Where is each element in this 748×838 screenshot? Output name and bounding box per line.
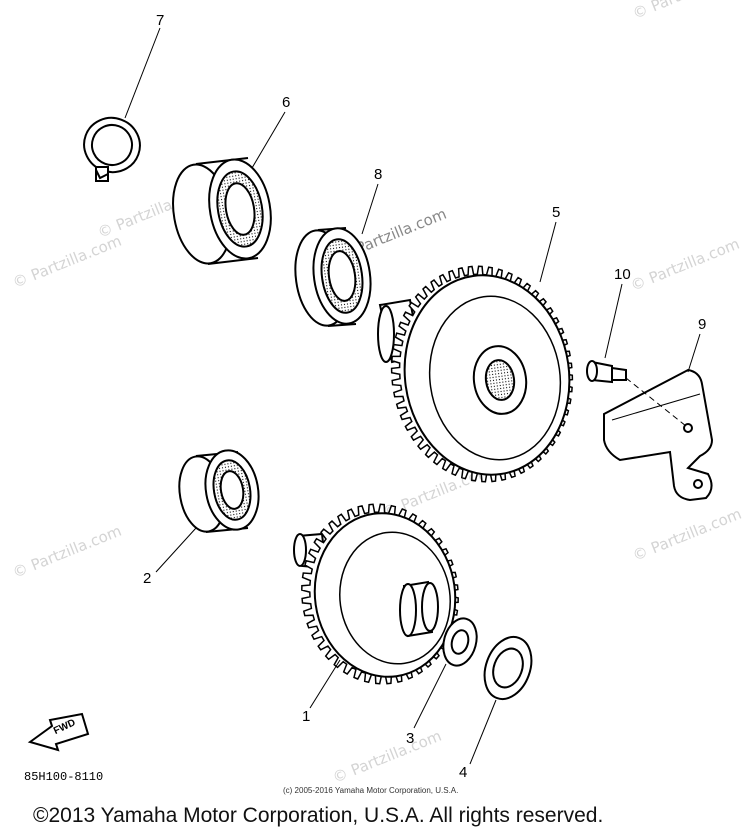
- callout-1: 1: [302, 708, 311, 725]
- leader-line-7: [124, 27, 161, 119]
- callout-7: 7: [156, 12, 165, 29]
- fwd-arrow-icon: [27, 712, 90, 752]
- leader-line-6: [251, 111, 286, 169]
- callout-8: 8: [374, 166, 383, 183]
- callout-10: 10: [614, 266, 631, 283]
- leader-line-10: [604, 283, 623, 359]
- callout-9: 9: [698, 316, 707, 333]
- small-copyright: (c) 2005-2016 Yamaha Motor Corporation, …: [283, 786, 459, 795]
- callout-6: 6: [282, 94, 291, 111]
- washer-part-4[interactable]: [476, 630, 539, 705]
- main-copyright: ©2013 Yamaha Motor Corporation, U.S.A. A…: [33, 804, 604, 827]
- circlip-part-7[interactable]: [76, 110, 147, 182]
- washer-part-3[interactable]: [438, 615, 481, 670]
- bolt-part-10[interactable]: [586, 360, 627, 384]
- bracket-part-9[interactable]: [603, 368, 714, 502]
- bolt-axis-line: [625, 377, 687, 427]
- callout-5: 5: [552, 204, 561, 221]
- leader-line-9: [687, 333, 701, 373]
- leader-line-5: [539, 221, 557, 283]
- callout-2: 2: [143, 570, 152, 587]
- leader-line-8: [361, 183, 379, 235]
- bearing-part-2[interactable]: [174, 446, 265, 535]
- callout-3: 3: [406, 730, 415, 747]
- gear-part-1[interactable]: [293, 503, 466, 686]
- leader-line-3: [413, 663, 447, 729]
- bearing-part-8[interactable]: [290, 225, 377, 330]
- leader-line-2: [155, 527, 197, 573]
- leader-line-1: [309, 659, 341, 709]
- gear-part-5[interactable]: [377, 265, 582, 486]
- leader-line-4: [469, 699, 497, 765]
- callout-4: 4: [459, 764, 468, 781]
- bearing-part-6[interactable]: [166, 155, 278, 269]
- drawing-code: 85H100-8110: [24, 770, 104, 784]
